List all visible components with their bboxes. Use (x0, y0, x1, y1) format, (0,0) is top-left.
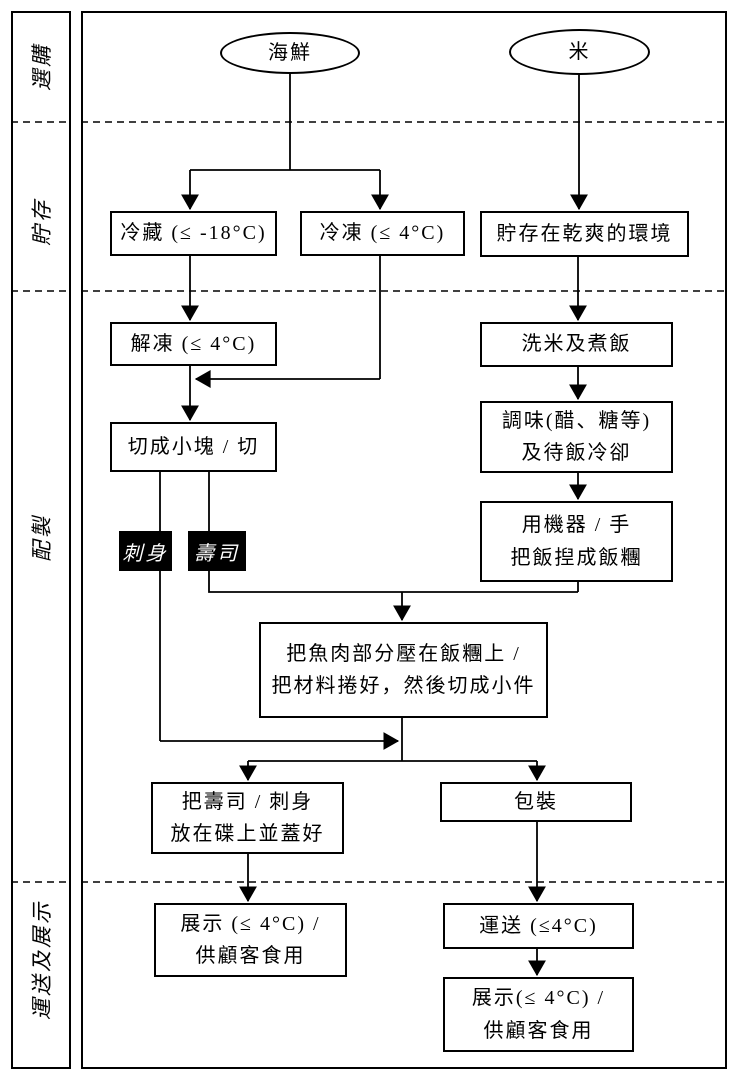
tag-sashimi-label: 刺身 (122, 542, 169, 565)
stage-purchase: 選購 (11, 11, 71, 122)
node-seafood: 海鮮 (220, 32, 360, 74)
node-plate: 把壽司 / 刺身 放在碟上並蓋好 (151, 782, 344, 854)
stage-preparation-label: 配製 (30, 514, 54, 562)
node-chill: 冷藏 (≤ -18°C) (110, 211, 277, 256)
node-cut: 切成小塊 / 切 (110, 422, 277, 472)
node-plate-line2: 放在碟上並蓋好 (170, 823, 325, 845)
node-thaw-label: 解凍 (≤ 4°C) (130, 332, 257, 355)
node-assemble-line1: 把魚肉部分壓在飯糰上 / (286, 642, 521, 665)
node-dry-store: 貯存在乾爽的環境 (480, 211, 689, 257)
stage-preparation: 配製 (11, 483, 71, 593)
node-freeze: 冷凍 (≤ 4°C) (300, 211, 465, 256)
node-mould-line1: 用機器 / 手 (521, 514, 632, 537)
node-assemble: 把魚肉部分壓在飯糰上 / 把材料捲好，然後切成小件 (259, 622, 548, 718)
node-season: 調味(醋、糖等) 及待飯冷卻 (480, 401, 673, 473)
tag-sushi: 壽司 (188, 531, 246, 571)
stage-column-frame (11, 11, 71, 1069)
node-display-right: 展示(≤ 4°C) / 供顧客食用 (443, 977, 634, 1052)
node-wash-cook: 洗米及煮飯 (480, 322, 673, 367)
stage-transport-display-label: 運送及展示 (30, 900, 54, 1020)
node-rice: 米 (509, 29, 650, 75)
node-plate-line1: 把壽司 / 刺身 (181, 790, 314, 813)
node-display-right-line2: 供顧客食用 (483, 1019, 594, 1042)
node-display-left-line1: 展示 (≤ 4°C) / (180, 912, 321, 935)
tag-sushi-label: 壽司 (194, 542, 240, 565)
stage-purchase-label: 選購 (30, 42, 54, 91)
node-pack-label: 包裝 (514, 790, 558, 813)
node-seafood-label: 海鮮 (268, 41, 312, 64)
node-cut-label: 切成小塊 / 切 (127, 435, 260, 458)
stage-transport-display: 運送及展示 (11, 900, 71, 1020)
node-rice-label: 米 (568, 40, 591, 63)
node-mould: 用機器 / 手 把飯揑成飯糰 (480, 501, 673, 582)
node-pack: 包裝 (440, 782, 632, 822)
node-assemble-line2: 把材料捲好，然後切成小件 (271, 675, 536, 697)
node-dry-store-label: 貯存在乾爽的環境 (496, 222, 673, 245)
node-transport: 運送 (≤4°C) (443, 903, 634, 949)
tag-sashimi: 刺身 (119, 531, 172, 571)
node-chill-label: 冷藏 (≤ -18°C) (120, 222, 267, 245)
node-display-left-line2: 供顧客食用 (195, 945, 306, 967)
flow-area-frame (81, 11, 727, 1069)
node-display-right-line1: 展示(≤ 4°C) / (471, 987, 606, 1010)
stage-storage: 貯存 (11, 167, 71, 277)
node-season-line2: 及待飯冷卻 (521, 442, 632, 464)
node-display-left: 展示 (≤ 4°C) / 供顧客食用 (154, 903, 347, 977)
stage-storage-label: 貯存 (30, 198, 54, 246)
node-thaw: 解凍 (≤ 4°C) (110, 322, 277, 366)
node-season-line1: 調味(醋、糖等) (501, 409, 652, 432)
node-wash-cook-label: 洗米及煮飯 (521, 333, 632, 356)
node-freeze-label: 冷凍 (≤ 4°C) (319, 222, 446, 245)
node-mould-line2: 把飯揑成飯糰 (510, 546, 643, 569)
node-transport-label: 運送 (≤4°C) (479, 914, 598, 937)
